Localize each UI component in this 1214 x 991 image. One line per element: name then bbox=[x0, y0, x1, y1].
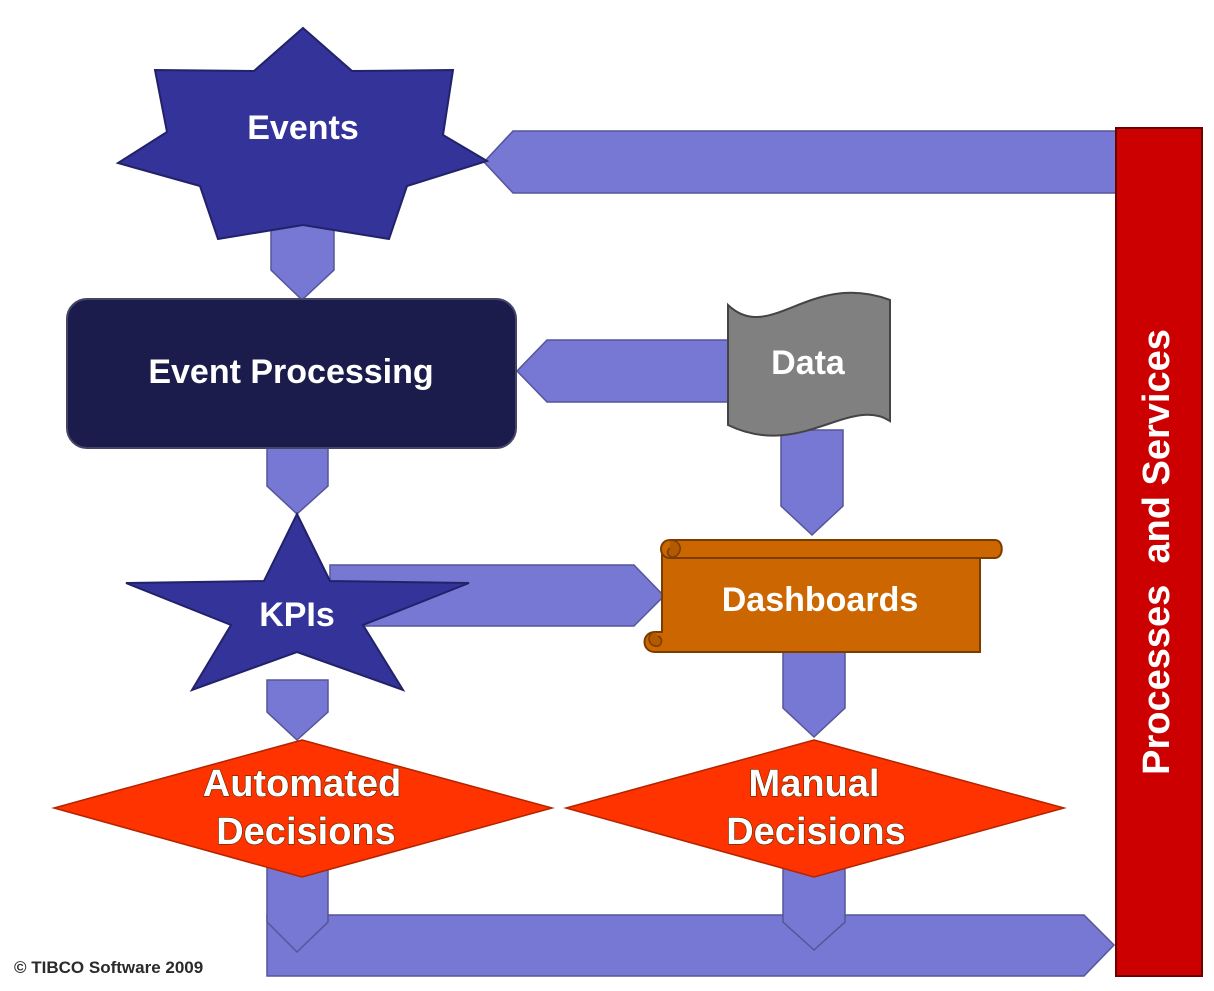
event-processing-node: Event Processing bbox=[66, 298, 517, 449]
processes-services-bar bbox=[1115, 127, 1203, 977]
event-processing-box bbox=[66, 298, 517, 449]
arrow-dashboards-to-manual-decisions bbox=[782, 651, 846, 739]
arrow-decisions-to-processes bbox=[266, 914, 1116, 977]
processes-services-label: Processes and Services bbox=[1136, 329, 1178, 775]
kpis-star-shape bbox=[125, 511, 470, 692]
arrow-event-processing-to-kpis bbox=[266, 447, 329, 516]
data-label: Data bbox=[771, 344, 846, 382]
arrow-events-to-event-processing bbox=[270, 224, 335, 302]
event-processing-label: Event Processing bbox=[148, 353, 433, 391]
arrow-kpis-to-automated-decisions bbox=[266, 679, 329, 742]
data-node: Data bbox=[727, 291, 891, 437]
dashboards-scroll-bottom-roll bbox=[648, 631, 663, 647]
dashboards-label: Dashboards bbox=[722, 581, 919, 619]
automated-decisions-node: Automated Decisions bbox=[51, 739, 555, 878]
arrows bbox=[266, 130, 1119, 977]
manual-decisions-node: Manual Decisions bbox=[563, 739, 1067, 878]
automated-decisions-line-2: Decisions bbox=[216, 811, 396, 853]
events-star-shape bbox=[115, 26, 490, 241]
data-tape-shape bbox=[727, 291, 891, 437]
arrow-data-to-dashboards bbox=[780, 429, 844, 537]
automated-decisions-line-1: Automated bbox=[203, 763, 401, 805]
manual-decisions-line-2: Decisions bbox=[726, 811, 906, 853]
copyright-notice: © TIBCO Software 2009 bbox=[14, 958, 204, 977]
arrow-data-to-event-processing bbox=[515, 339, 731, 403]
dashboards-scroll-top-curl bbox=[660, 539, 1003, 559]
processes-services-node: Processes and Services bbox=[1115, 127, 1203, 977]
automated-decisions-diamond bbox=[51, 739, 555, 878]
dashboards-scroll-left-roll bbox=[666, 539, 681, 558]
manual-decisions-line-1: Manual bbox=[749, 763, 880, 805]
dashboards-node: Dashboards bbox=[643, 539, 1003, 653]
kpis-node: KPIs bbox=[125, 511, 470, 692]
kpis-label: KPIs bbox=[259, 596, 335, 634]
manual-decisions-diamond bbox=[563, 739, 1067, 878]
arrow-processes-to-events bbox=[482, 130, 1119, 194]
events-label: Events bbox=[247, 109, 359, 147]
events-node: Events bbox=[115, 26, 490, 241]
